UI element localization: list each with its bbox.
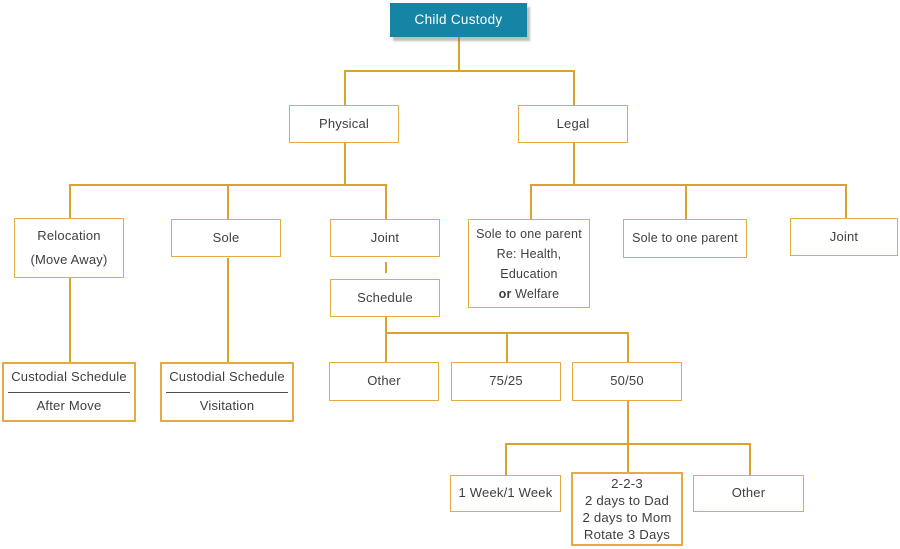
node-label-line: (Move Away) — [30, 252, 108, 267]
node-legal: Legal — [518, 105, 628, 143]
connector-line — [749, 443, 751, 476]
connector-line — [627, 332, 629, 363]
node-sole-physical: Sole — [171, 219, 281, 257]
node-joint-physical: Joint — [330, 219, 440, 257]
node-label: Joint — [829, 228, 859, 244]
node-child-custody: Child Custody — [390, 3, 527, 37]
node-50-50-other: Other — [693, 475, 804, 512]
node-label: Legal — [556, 115, 590, 131]
node-2-2-3-rotation: 2-2-3 2 days to Dad 2 days to Mom Rotate… — [571, 472, 683, 546]
node-custodial-schedule-visitation: Custodial Schedule Visitation — [160, 362, 294, 422]
node-label: Other — [731, 485, 766, 501]
connector-line — [344, 70, 346, 106]
node-label: 1 Week/1 Week — [458, 485, 553, 501]
connector-line — [530, 184, 847, 186]
node-1-week-1-week: 1 Week/1 Week — [450, 475, 561, 512]
connector-line — [385, 262, 387, 273]
connector-line — [505, 443, 507, 476]
node-label: Other — [367, 373, 401, 389]
node-schedule-50-50: 50/50 — [572, 362, 682, 401]
node-label: 75/25 — [489, 373, 523, 389]
node-schedule-75-25: 75/25 — [451, 362, 561, 401]
connector-line — [506, 332, 508, 363]
connector-line — [685, 184, 687, 220]
node-physical: Physical — [289, 105, 399, 143]
node-label-line: Re: Health, — [496, 246, 562, 261]
node-label: 50/50 — [610, 373, 644, 389]
node-label: Sole to one parent — [632, 231, 738, 246]
connector-line — [344, 143, 346, 185]
node-label-line: 2 days to Mom — [582, 510, 672, 525]
connector-line — [627, 401, 629, 443]
node-label: Physical — [318, 115, 369, 131]
node-custodial-schedule-after-move: Custodial Schedule After Move — [2, 362, 136, 422]
node-label-line: Relocation — [37, 228, 101, 243]
node-label-top: Custodial Schedule — [11, 369, 127, 384]
node-label: Joint — [370, 229, 400, 245]
connector-line — [385, 317, 387, 333]
connector-line — [69, 278, 71, 363]
connector-line — [845, 184, 847, 219]
connector-line — [458, 37, 460, 71]
connector-line — [627, 443, 629, 474]
node-schedule-other: Other — [329, 362, 439, 401]
node-label: Welfare — [515, 286, 560, 301]
node-label-top: Custodial Schedule — [169, 369, 285, 384]
connector-line — [69, 184, 71, 219]
node-schedule: Schedule — [330, 279, 440, 317]
node-label-line: 2-2-3 — [611, 476, 643, 491]
node-label: Child Custody — [414, 12, 503, 28]
connector-line — [573, 70, 575, 106]
connector-line — [385, 184, 387, 220]
node-relocation: Relocation (Move Away) — [14, 218, 124, 278]
node-label: Sole — [212, 229, 240, 245]
connector-line — [227, 184, 229, 220]
node-label-line: Rotate 3 Days — [583, 527, 671, 542]
node-label-line: 2 days to Dad — [585, 493, 669, 508]
connector-line — [530, 184, 532, 220]
connector-line — [227, 258, 229, 363]
node-label-bottom: Visitation — [199, 398, 255, 414]
node-sole-legal: Sole to one parent — [623, 219, 747, 258]
node-label-line: Sole to one parent — [476, 226, 582, 241]
node-label-line: Education — [500, 266, 558, 281]
node-joint-legal: Joint — [790, 218, 898, 256]
node-label: Schedule — [357, 289, 413, 305]
node-sole-legal-re: Sole to one parent Re: Health, Education… — [468, 219, 590, 308]
connector-line — [385, 332, 387, 363]
node-label-bold: or — [498, 286, 512, 301]
connector-line — [573, 143, 575, 185]
node-label-bottom: After Move — [36, 398, 102, 414]
connector-line — [344, 70, 575, 72]
